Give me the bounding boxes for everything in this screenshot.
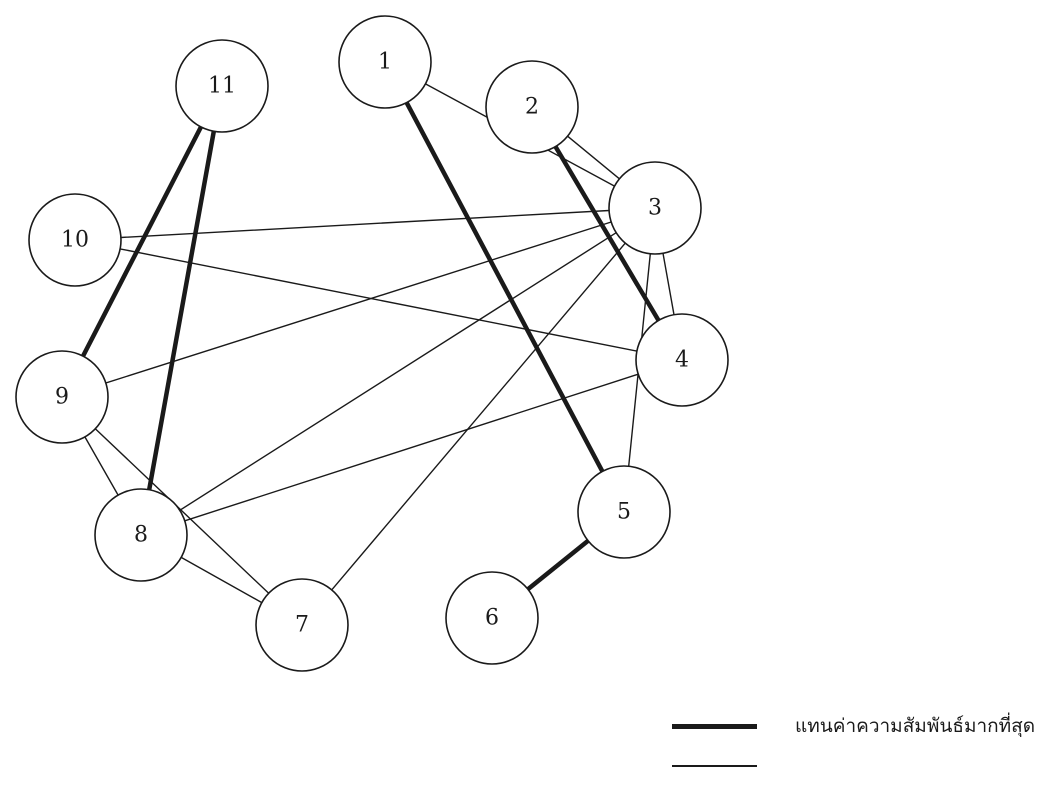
node-label-11: 11 (208, 74, 236, 99)
node-11: 11 (175, 39, 269, 133)
edges-layer (80, 83, 675, 604)
edge-1-5 (404, 100, 605, 474)
edge-9-8 (84, 436, 119, 496)
edge-5-6 (525, 538, 591, 592)
edge-10-3 (120, 209, 610, 239)
node-circle-2 (485, 60, 579, 154)
node-label-8: 8 (134, 523, 148, 548)
node-7: 7 (255, 578, 349, 672)
edge-7-3 (331, 242, 626, 591)
node-6: 6 (445, 571, 539, 665)
edge-8-4 (184, 373, 639, 522)
nodes-layer: 1 2 3 4 5 6 7 8 9 10 11 (15, 15, 729, 672)
node-label-9: 9 (55, 385, 69, 410)
edge-10-4 (119, 248, 638, 352)
node-10: 10 (28, 193, 122, 287)
node-1: 1 (338, 15, 432, 109)
node-circle-1 (338, 15, 432, 109)
node-circle-3 (608, 161, 702, 255)
legend-strong-line (672, 723, 757, 729)
node-circle-8 (94, 488, 188, 582)
node-circle-10 (28, 193, 122, 287)
node-label-10: 10 (61, 228, 89, 253)
node-circle-5 (577, 465, 671, 559)
edge-2-4 (553, 144, 661, 323)
legend-strong-label: แทนค่าความสัมพันธ์มากที่สุด (795, 715, 1036, 737)
edge-3-4 (662, 252, 675, 316)
node-5: 5 (577, 465, 671, 559)
node-label-7: 7 (295, 613, 309, 638)
node-label-6: 6 (485, 606, 499, 631)
node-circle-7 (255, 578, 349, 672)
node-label-3: 3 (648, 196, 662, 221)
node-label-1: 1 (378, 50, 392, 75)
edge-8-3 (179, 231, 617, 511)
legend-normal-row (672, 746, 795, 786)
node-circle-6 (445, 571, 539, 665)
legend-normal-line (672, 765, 757, 767)
edge-11-9 (80, 124, 204, 359)
legend: แทนค่าความสัมพันธ์มากที่สุด (672, 700, 1062, 785)
node-circle-11 (175, 39, 269, 133)
node-circle-4 (635, 313, 729, 407)
edge-9-7 (94, 428, 270, 594)
edge-11-8 (146, 129, 217, 492)
node-label-5: 5 (617, 500, 631, 525)
edge-2-3 (566, 135, 621, 180)
node-4: 4 (635, 313, 729, 407)
edge-9-3 (105, 221, 612, 384)
node-2: 2 (485, 60, 579, 154)
legend-strong-row (672, 706, 795, 746)
node-8: 8 (94, 488, 188, 582)
edge-8-7 (180, 556, 263, 604)
node-label-2: 2 (525, 95, 539, 120)
node-label-4: 4 (675, 348, 689, 373)
node-3: 3 (608, 161, 702, 255)
node-circle-9 (15, 350, 109, 444)
node-9: 9 (15, 350, 109, 444)
